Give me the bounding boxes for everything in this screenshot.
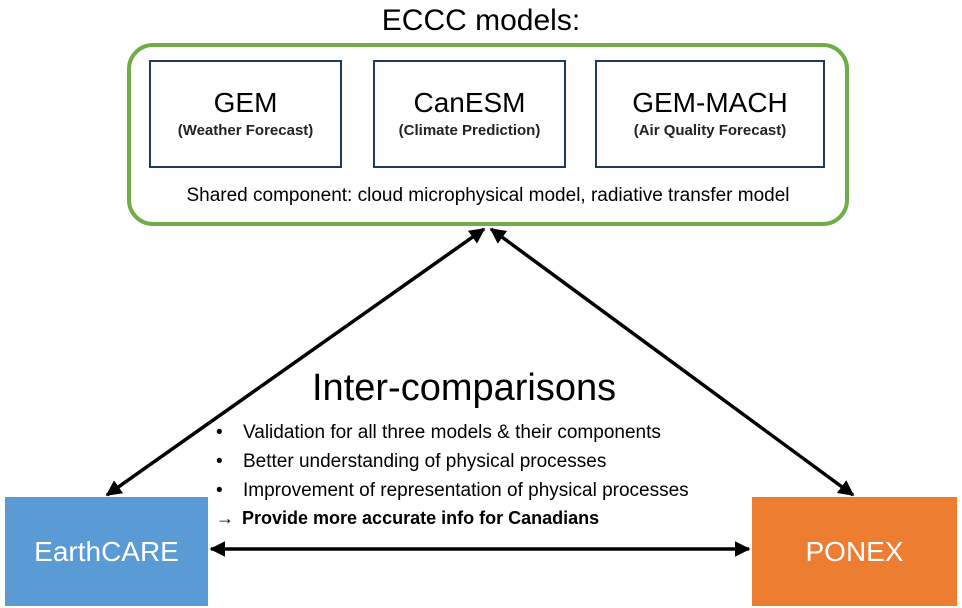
arrow-models-earthcare (105, 227, 486, 497)
ponex-label: PONEX (805, 535, 904, 567)
model-box-canesm: CanESM (Climate Prediction) (373, 60, 566, 168)
model-description: (Weather Forecast) (177, 122, 314, 139)
conclusion-text: Provide more accurate info for Canadians (242, 508, 600, 528)
arrow-models-ponex (489, 227, 855, 497)
intercomparisons-bullets: Validation for all three models & their … (214, 418, 689, 505)
right-arrow-icon: → (216, 508, 234, 528)
earthcare-node: EarthCARE (5, 497, 208, 606)
shared-component-text: Shared component: cloud microphysical mo… (186, 185, 790, 206)
intercomparisons-heading: Inter-comparisons (312, 367, 617, 409)
model-name: GEM-MACH (632, 87, 788, 118)
model-box-gem: GEM (Weather Forecast) (149, 60, 342, 168)
ponex-node: PONEX (752, 497, 957, 606)
model-description: (Air Quality Forecast) (633, 122, 787, 139)
model-name: GEM (213, 87, 278, 118)
bullet-item: Improvement of representation of physica… (214, 476, 689, 505)
bullet-item: Better understanding of physical process… (214, 447, 689, 476)
model-name: CanESM (413, 87, 526, 118)
conclusion-line: → Provide more accurate info for Canadian… (216, 505, 599, 531)
model-description: (Climate Prediction) (398, 122, 541, 139)
diagram-title: ECCC models: (381, 4, 581, 37)
bullet-item: Validation for all three models & their … (214, 418, 689, 447)
model-box-gem-mach: GEM-MACH (Air Quality Forecast) (595, 60, 825, 168)
eccc-models-group (127, 43, 849, 226)
earthcare-label: EarthCARE (34, 535, 179, 567)
